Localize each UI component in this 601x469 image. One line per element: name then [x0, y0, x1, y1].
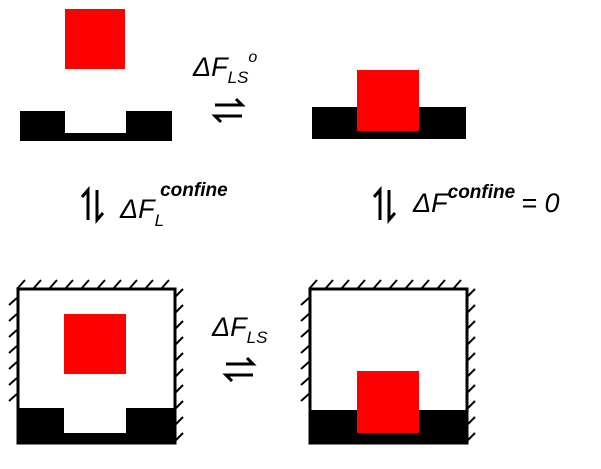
state-bound-confined: [300, 279, 476, 445]
ligand-square: [357, 371, 419, 433]
surface-with-pocket: [18, 408, 175, 443]
label-delta-f-confine-zero: ΔFconfine= 0: [412, 182, 559, 218]
state-bound-free: [312, 70, 466, 139]
surface-with-pocket: [20, 111, 172, 141]
ligand-square: [64, 314, 126, 374]
state-unbound-free: [20, 9, 172, 141]
label-delta-f-ls: ΔFLS: [211, 312, 268, 347]
state-unbound-confined: [8, 279, 184, 445]
label-delta-f-l-confine: ΔFLconfine: [119, 180, 228, 230]
equilibrium-arrows-icon: [211, 97, 246, 124]
ligand-square: [65, 9, 125, 69]
equilibrium-arrows-icon: [222, 356, 257, 383]
equilibrium-arrows-vertical-icon: [372, 185, 397, 225]
ligand-square: [357, 70, 419, 131]
equilibrium-arrows-vertical-icon: [80, 185, 105, 225]
label-delta-f-ls-standard: ΔFLSo: [192, 49, 257, 87]
